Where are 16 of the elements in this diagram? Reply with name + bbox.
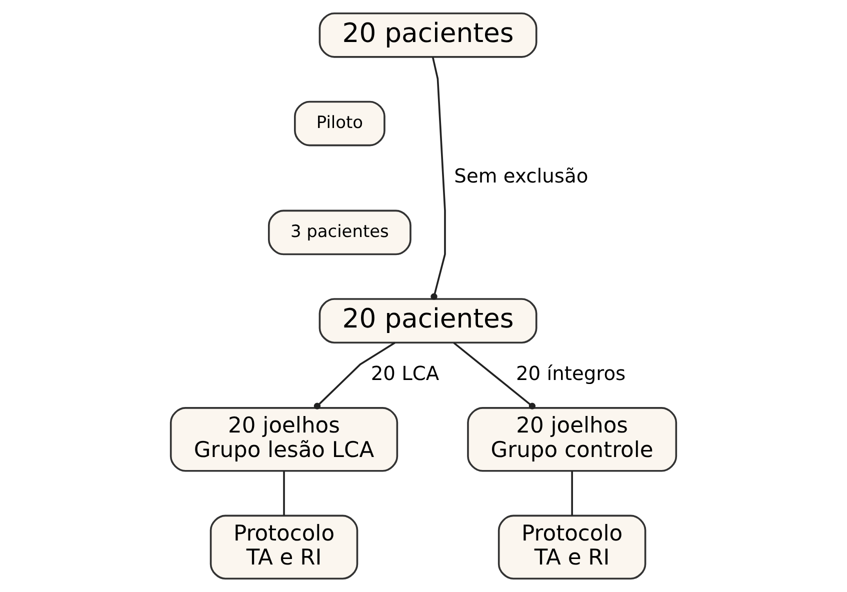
node-box: 20 pacientes: [318, 12, 538, 58]
node-box: Piloto: [294, 100, 386, 146]
node-box: 20 pacientes: [318, 298, 538, 344]
node-box: 20 joelhos Grupo lesão LCA: [170, 407, 398, 472]
node-box: 20 joelhos Grupo controle: [467, 407, 678, 472]
edge-label: 20 LCA: [370, 362, 440, 385]
connector: [283, 471, 285, 516]
node-box: Protocolo TA e RI: [498, 514, 646, 580]
node-box: Protocolo TA e RI: [210, 514, 358, 580]
connector: [453, 342, 536, 410]
connector: [430, 56, 446, 300]
connector: [571, 471, 573, 516]
edge-label: Sem exclusão: [454, 164, 588, 188]
edge-label: 20 íntegros: [516, 362, 626, 385]
node-box: 3 pacientes: [268, 210, 412, 256]
connector: [314, 342, 396, 410]
